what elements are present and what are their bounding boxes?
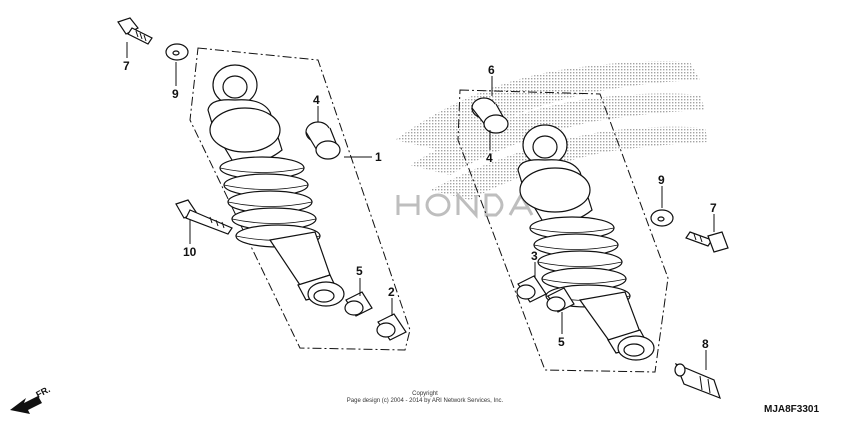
bolt-7-right[interactable] [685,231,729,253]
bolt-10[interactable] [175,199,233,235]
bushing-5-right[interactable] [546,287,575,313]
leader-lines [126,42,715,370]
stud-bolt-8[interactable] [674,362,721,400]
diagram-code: MJA8F3301 [764,404,820,415]
callout-8: 8 [702,337,709,351]
callout-7-right: 7 [710,201,717,215]
copyright-line-1: Copyright [412,391,438,397]
rear-shock-absorber-left[interactable] [207,64,345,307]
callout-10: 10 [183,245,197,259]
bushing-5-left[interactable] [344,291,373,317]
callout-7-left: 7 [123,59,130,73]
assembly-frame-left [189,47,411,351]
washer-9-right[interactable] [650,209,674,227]
rear-shock-absorber-right[interactable] [517,124,655,361]
callout-3: 3 [531,249,538,263]
bolt-7-left[interactable] [117,17,153,45]
bushing-4-left[interactable] [305,121,341,160]
callout-4-right: 4 [486,151,493,165]
callout-9-left: 9 [172,87,179,101]
assembly-frame-right [457,89,669,373]
collar-3[interactable] [516,275,547,303]
copyright-line-2: Page design (c) 2004 - 2014 by ARI Netwo… [346,398,504,404]
honda-wing-logo [395,61,708,219]
washer-9-left[interactable] [165,43,189,61]
collar-2[interactable] [376,313,407,341]
callout-5-right: 5 [558,335,565,349]
callout-9-right: 9 [658,173,665,187]
callout-4-left: 4 [313,93,320,107]
honda-wordmark [396,191,534,219]
callout-5-left: 5 [356,264,363,278]
bushing-6-right[interactable] [471,97,509,134]
callout-1: 1 [375,150,382,164]
callout-numbers: 7 9 4 1 10 5 2 6 4 9 7 3 5 8 [123,59,717,351]
callout-6: 6 [488,63,495,77]
callout-2: 2 [388,285,395,299]
